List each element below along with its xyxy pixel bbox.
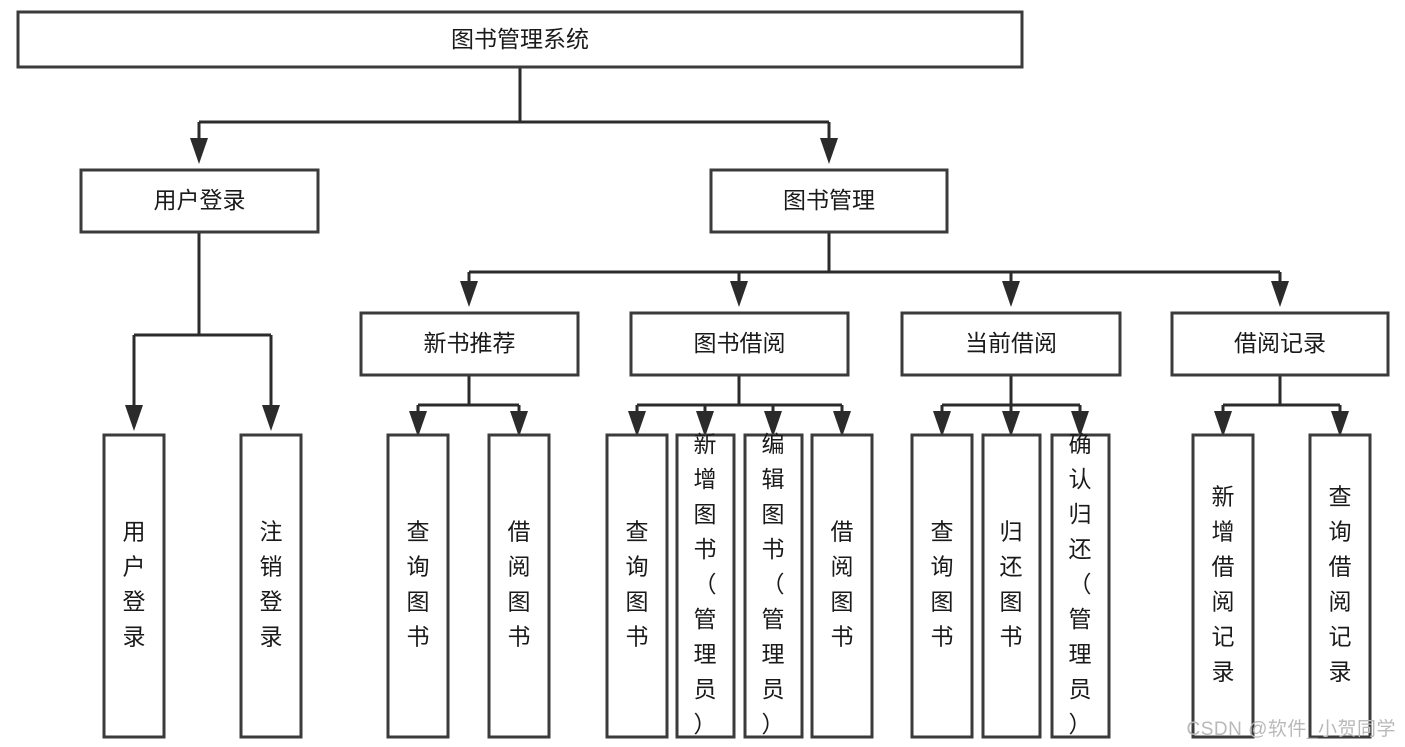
leaf-book-borrow-borrow-book[interactable]: 借阅图书 [810, 433, 874, 739]
connector-group-book-manage [467, 232, 1282, 281]
leaf-new-book-query-book[interactable]: 查询图书 [386, 433, 450, 739]
node-new-book-recommend[interactable]: 新书推荐 [359, 311, 580, 377]
arrow-book-manage-to-new-book [460, 281, 478, 307]
leaf-label-borrow-record-1: 新增借阅记录 [1212, 484, 1235, 685]
leaf-current-borrow-return-book[interactable]: 归还图书 [981, 433, 1042, 739]
node-label-root: 图书管理系统 [451, 26, 589, 52]
arrow-user-login-leaf-2 [262, 405, 280, 431]
leaf-current-borrow-query-book[interactable]: 查询图书 [910, 433, 974, 739]
node-label-book-borrow: 图书借阅 [694, 330, 786, 356]
leaf-label-borrow-record-2: 查询借阅记录 [1329, 484, 1352, 685]
arrow-user-login-leaf-1 [125, 405, 143, 431]
node-label-borrow-record: 借阅记录 [1234, 330, 1326, 356]
leaf-label-current-borrow-1: 查询图书 [931, 519, 954, 650]
arrow-current-borrow-leaf-2 [1002, 411, 1020, 437]
node-book-management[interactable]: 图书管理 [709, 168, 949, 234]
connector-group-borrow-record [1221, 375, 1342, 411]
leaf-borrow-record-query-record[interactable]: 查询借阅记录 [1308, 433, 1372, 739]
leaf-label-book-borrow-3: 编辑图书（管理员） [762, 431, 785, 737]
leaf-book-borrow-query-book[interactable]: 查询图书 [605, 433, 669, 739]
leaf-current-borrow-confirm-return[interactable]: 确认归还（管理员） [1050, 431, 1111, 739]
leaf-label-book-borrow-1: 查询图书 [626, 519, 649, 650]
leaf-label-current-borrow-2: 归还图书 [1000, 519, 1023, 650]
node-borrow-record[interactable]: 借阅记录 [1170, 311, 1390, 377]
node-current-borrow[interactable]: 当前借阅 [900, 311, 1122, 377]
arrow-borrow-record-leaf-1 [1214, 411, 1232, 437]
connector-group-new-book-recommend [416, 375, 521, 411]
connector-group-root [197, 67, 831, 138]
leaf-label-book-borrow-4: 借阅图书 [831, 519, 854, 650]
leaf-borrow-record-add-record[interactable]: 新增借阅记录 [1191, 433, 1255, 739]
arrow-new-book-leaf-1 [409, 411, 427, 437]
connector-group-book-borrow [635, 375, 844, 411]
arrow-root-to-user-login [190, 138, 208, 164]
leaf-label-user-login-1: 用户登录 [123, 519, 146, 650]
node-user-login[interactable]: 用户登录 [79, 168, 320, 234]
arrow-root-to-book-manage [820, 138, 838, 164]
node-label-book-management: 图书管理 [783, 187, 875, 213]
arrow-book-manage-to-book-borrow [730, 281, 748, 307]
leaf-label-new-book-2: 借阅图书 [508, 519, 531, 650]
csdn-watermark: CSDN @软件_小贺同学 [1186, 719, 1396, 740]
arrow-current-borrow-leaf-1 [933, 411, 951, 437]
leaf-user-login-user-login[interactable]: 用户登录 [102, 433, 166, 739]
leaf-label-book-borrow-2: 新增图书（管理员） [694, 431, 717, 737]
arrow-new-book-leaf-2 [510, 411, 528, 437]
node-label-user-login: 用户登录 [154, 187, 246, 213]
node-root-book-management-system[interactable]: 图书管理系统 [16, 10, 1024, 69]
node-label-new-book-recommend: 新书推荐 [424, 330, 516, 356]
leaf-user-login-logout[interactable]: 注销登录 [239, 433, 303, 739]
leaf-book-borrow-add-book[interactable]: 新增图书（管理员） [675, 431, 736, 739]
node-label-current-borrow: 当前借阅 [965, 330, 1057, 356]
leaf-label-new-book-1: 查询图书 [407, 519, 430, 650]
arrow-book-manage-to-current-borrow [1002, 281, 1020, 307]
leaf-label-user-login-2: 注销登录 [260, 519, 283, 650]
arrow-borrow-record-leaf-2 [1331, 411, 1349, 437]
leaf-new-book-borrow-book[interactable]: 借阅图书 [487, 433, 551, 739]
connector-group-user-login [132, 232, 273, 405]
leaf-label-current-borrow-3: 确认归还（管理员） [1069, 431, 1092, 737]
connector-group-current-borrow [940, 375, 1082, 411]
arrow-book-manage-to-borrow-record [1271, 281, 1289, 307]
leaf-book-borrow-edit-book[interactable]: 编辑图书（管理员） [743, 431, 804, 739]
arrow-book-borrow-leaf-1 [628, 411, 646, 437]
arrow-book-borrow-leaf-4 [833, 411, 851, 437]
node-book-borrow[interactable]: 图书借阅 [629, 311, 850, 377]
